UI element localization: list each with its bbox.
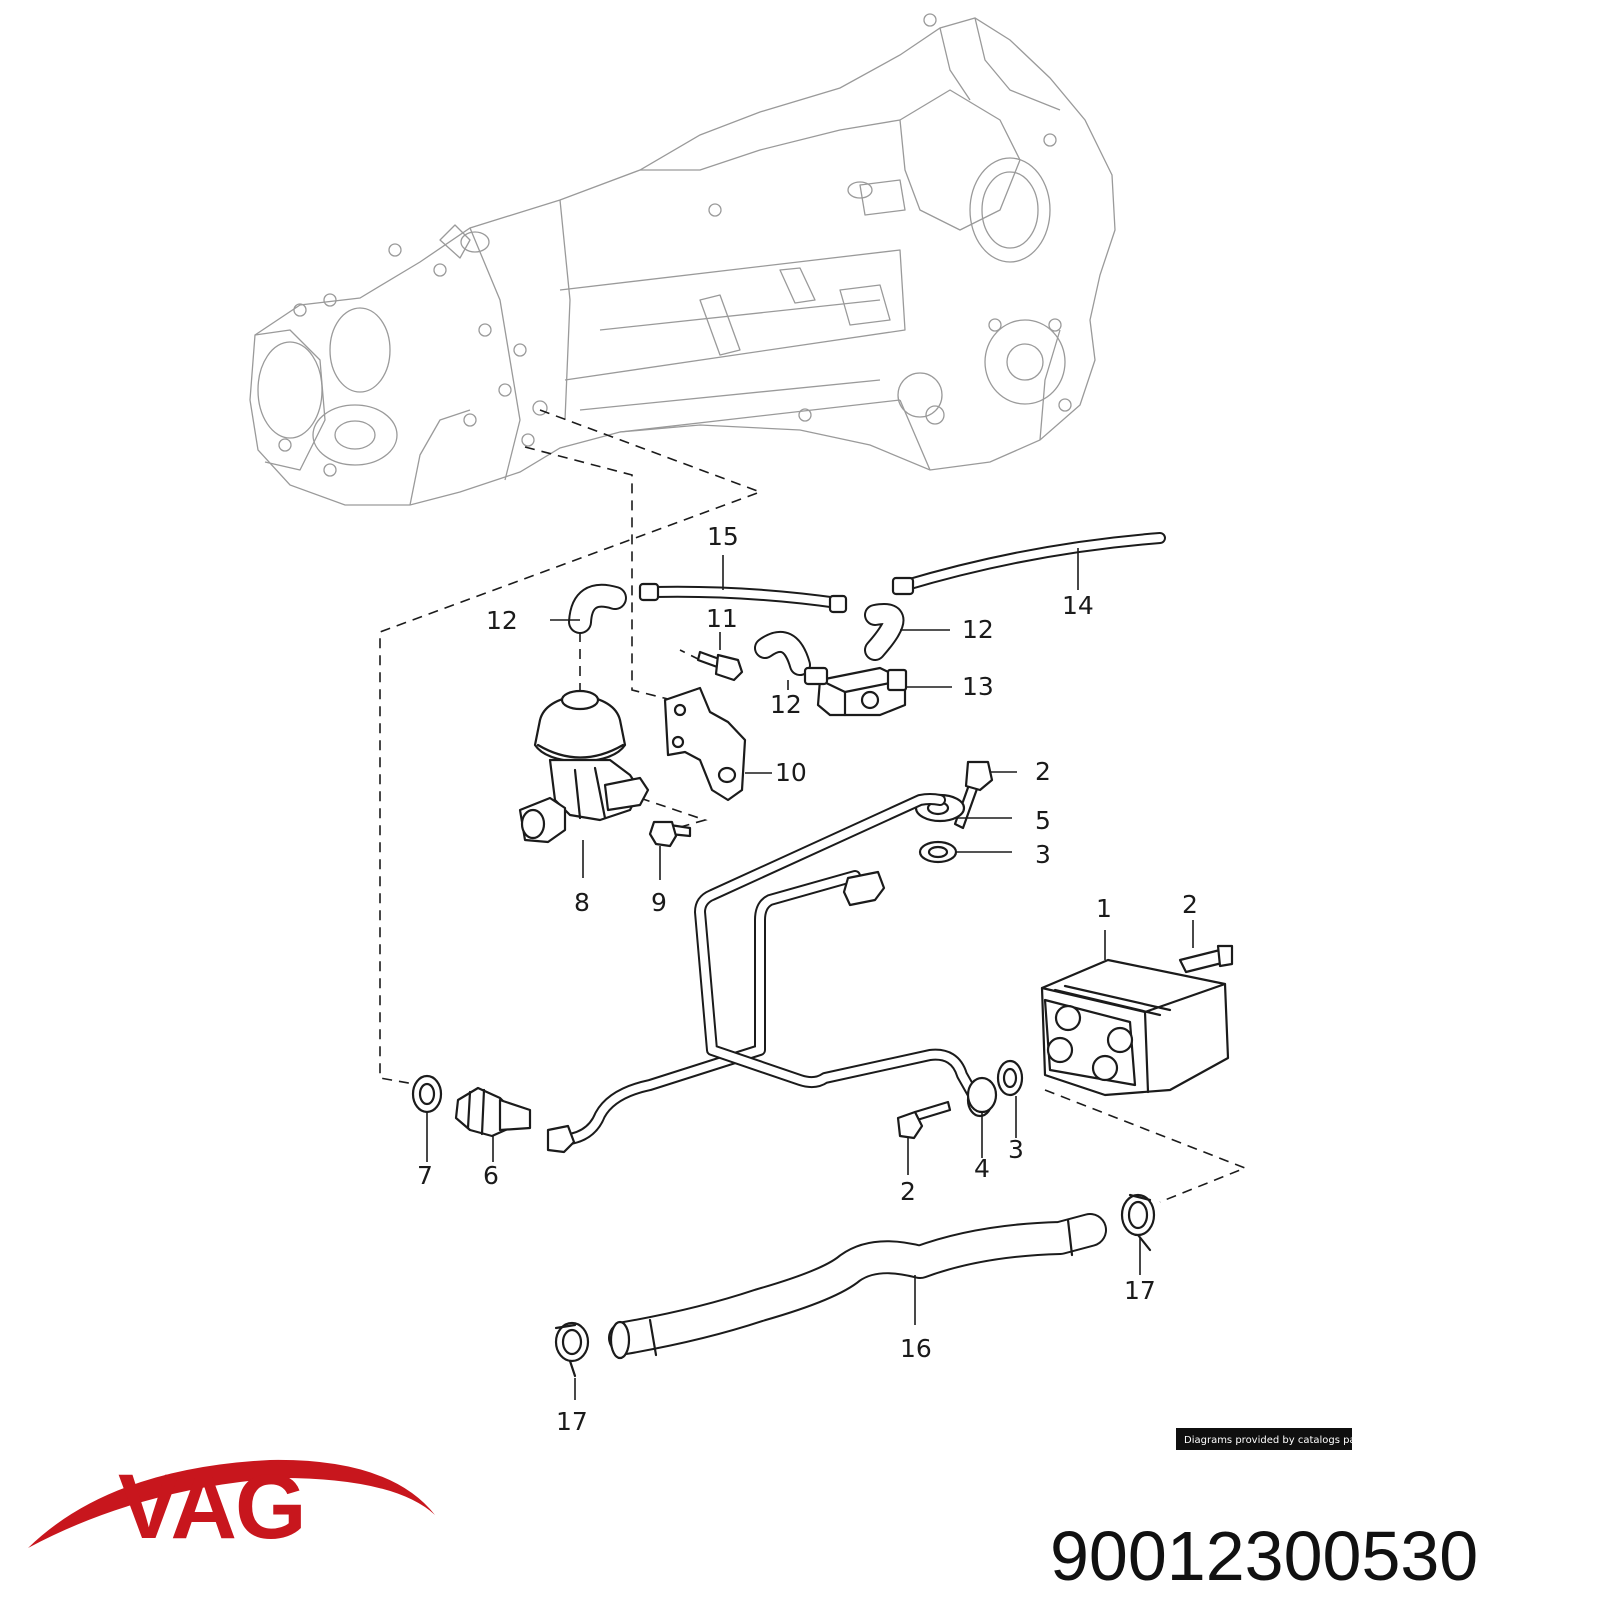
part-16-hose [608,1213,1107,1360]
leader-lines [426,548,1194,1400]
vag-logo: VAG [28,1456,435,1558]
credit-badge: Diagrams provided by catalogs parts [1176,1428,1369,1450]
callout-numbers: 1 2 2 5 3 3 4 2 6 7 8 9 10 11 12 12 12 1… [417,522,1198,1436]
part-11-bolt [696,650,744,682]
part-9-bolt [648,820,692,848]
callout-17-left: 17 [556,1407,588,1436]
callout-17-right: 17 [1124,1276,1156,1305]
callout-2-upper-right: 2 [1182,890,1198,919]
part-4-banjo-bolt [966,1076,998,1114]
part-14-pipe [891,532,1166,596]
callout-16: 16 [900,1334,932,1363]
part-17-clamp-left [554,1321,590,1378]
part-2-bolt-bottom [896,1100,952,1140]
callout-3-bottom: 3 [1008,1135,1024,1164]
part-12-hose-mid [754,630,811,676]
callout-9: 9 [651,888,667,917]
part-3-washer-top [918,840,958,864]
callout-1: 1 [1096,894,1112,923]
callout-2-top: 2 [1035,757,1051,786]
callout-8: 8 [574,888,590,917]
callout-10: 10 [775,758,807,787]
credit-text: Diagrams provided by catalogs parts [1184,1435,1369,1446]
callout-11: 11 [706,604,738,633]
callout-13: 13 [962,672,994,701]
callout-3-top: 3 [1035,840,1051,869]
callout-12-right: 12 [962,615,994,644]
callout-15: 15 [707,522,739,551]
callout-4: 4 [974,1154,990,1183]
part-17-clamp-right [1120,1193,1156,1252]
transmission-housing [249,13,1116,506]
callout-12-left: 12 [486,606,518,635]
callout-14: 14 [1062,591,1094,620]
part-1-cooler [1040,944,1234,1097]
part-13-solenoid-valve [803,666,908,717]
part-10-bracket [663,686,747,802]
callout-5: 5 [1035,806,1051,835]
part-number: 90012300530 [1050,1517,1478,1595]
part-3-washer-bottom [996,1059,1024,1097]
callout-2-bottom: 2 [900,1177,916,1206]
part-12-hose-right [864,603,905,661]
callout-7: 7 [417,1161,433,1190]
part-12-hose-left [568,583,627,634]
part-15-pipe [638,582,848,614]
part-8-valve [518,689,650,844]
callout-6: 6 [483,1161,499,1190]
part-6-adapter [454,1086,532,1138]
callout-12-mid: 12 [770,690,802,719]
part-7-seal [411,1074,443,1114]
brand-name: VAG [118,1456,305,1558]
